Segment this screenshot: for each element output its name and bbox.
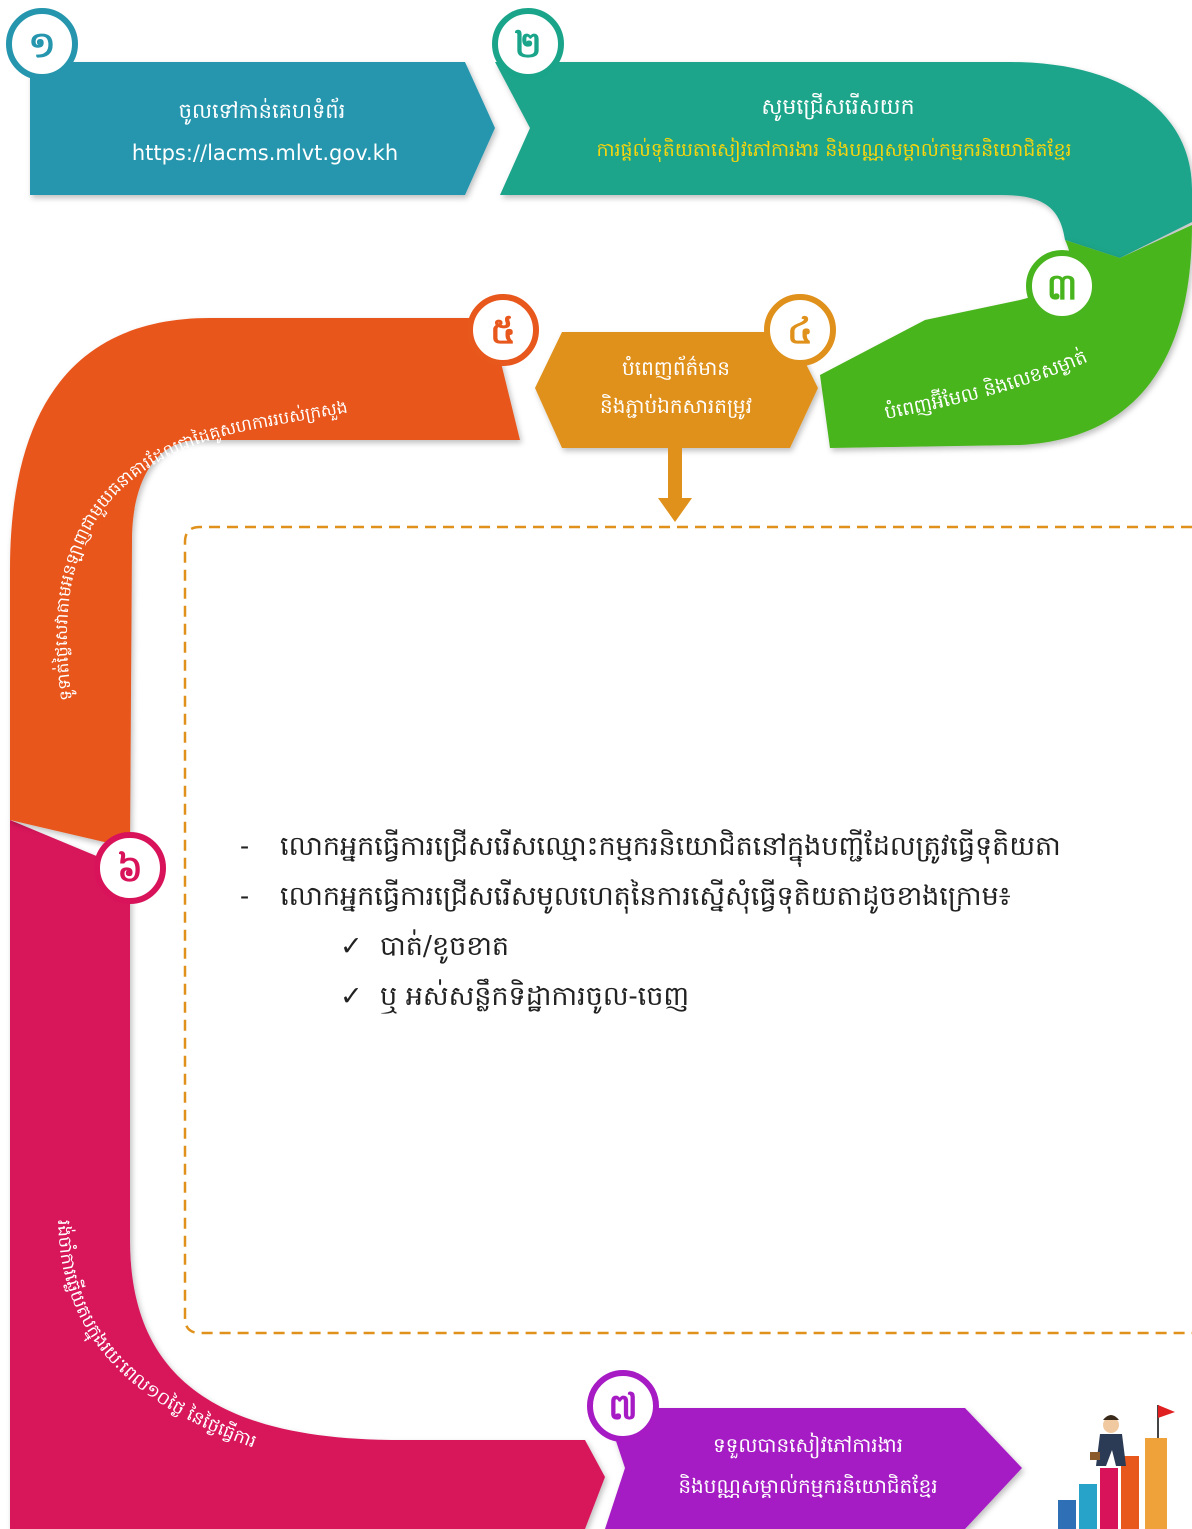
step-5-number: ៥: [490, 311, 516, 352]
step-7-number: ៧: [608, 1387, 638, 1428]
step-4-number-bubble: ៤: [764, 294, 836, 366]
notes-sub-item: ✓ បាត់/ខូចខាត: [240, 922, 1140, 972]
notes-item: - លោកអ្នកធ្វើការជ្រើសរើសឈ្មោះកម្មករនិយោជ…: [240, 822, 1140, 872]
step-7-line2: និងបណ្ណសម្គាល់កម្មករនិយោជិតខ្មែរ: [678, 1473, 937, 1498]
step-6-band: [10, 820, 605, 1529]
step-4-line1: បំពេញព័ត៌មាន: [622, 355, 730, 380]
notes-item-text: លោកអ្នកធ្វើការជ្រើសរើសមូលហេតុនៃការស្នើសុ…: [280, 881, 1011, 912]
notes-frame: [183, 525, 1192, 1335]
step-5-number-bubble: ៥: [467, 294, 539, 366]
success-illustration-icon: [1058, 1405, 1175, 1529]
step-4-hexagon: [535, 332, 818, 448]
step-2-text: សូមជ្រើសរើសយក: [761, 93, 914, 121]
step-7-arrow: [605, 1408, 1022, 1529]
step-6-number-bubble: ៦: [94, 832, 166, 904]
notes-item: - លោកអ្នកធ្វើការជ្រើសរើសមូលហេតុនៃការស្នើ…: [240, 872, 1140, 922]
step-2-number: ២: [514, 25, 541, 66]
step-7-number-bubble: ៧: [587, 1370, 659, 1442]
check-icon: ✓: [340, 981, 363, 1012]
step-5-band: [10, 318, 520, 848]
step-7-line1: ទទួលបានសៀវភៅការងារ: [713, 1432, 903, 1459]
notes-sub-item-text: បាត់/ខូចខាត: [380, 931, 510, 962]
step-1-text: ចូលទៅកាន់គេហទំព័រ: [179, 97, 346, 125]
notes-sub-item: ✓ ឬ អស់សន្លឹកទិដ្ឋាការចូល-ចេញ: [240, 972, 1140, 1022]
step-1-arrow: [30, 62, 495, 195]
step-1-number-bubble: ១: [6, 8, 78, 80]
notes-list: - លោកអ្នកធ្វើការជ្រើសរើសឈ្មោះកម្មករនិយោជ…: [240, 822, 1140, 1022]
step-2-number-bubble: ២: [492, 8, 564, 80]
step-4-number: ៤: [787, 311, 813, 352]
down-arrow-icon: [658, 448, 692, 522]
step-2-highlight: ការផ្តល់ទុតិយតាសៀវភៅការងារ និងបណ្ណសម្គាល…: [596, 137, 1071, 163]
step-2-band: [495, 62, 1192, 258]
notes-sub-item-text: ឬ អស់សន្លឹកទិដ្ឋាការចូល-ចេញ: [380, 981, 690, 1012]
step-4-line2: និងភ្ជាប់ឯកសារតម្រូវ: [600, 393, 752, 420]
bullet-dash: -: [240, 881, 250, 912]
bullet-dash: -: [240, 831, 250, 862]
step-1-number: ១: [28, 25, 55, 66]
step-1-url[interactable]: https://lacms.mlvt.gov.kh: [132, 141, 398, 165]
notes-item-text: លោកអ្នកធ្វើការជ្រើសរើសឈ្មោះកម្មករនិយោជិត…: [280, 831, 1061, 862]
step-3-band: [820, 225, 1192, 448]
check-icon: ✓: [340, 931, 363, 962]
step-3-number: ៣: [1047, 267, 1078, 308]
step-6-number: ៦: [117, 849, 143, 890]
step-3-number-bubble: ៣: [1026, 250, 1098, 322]
